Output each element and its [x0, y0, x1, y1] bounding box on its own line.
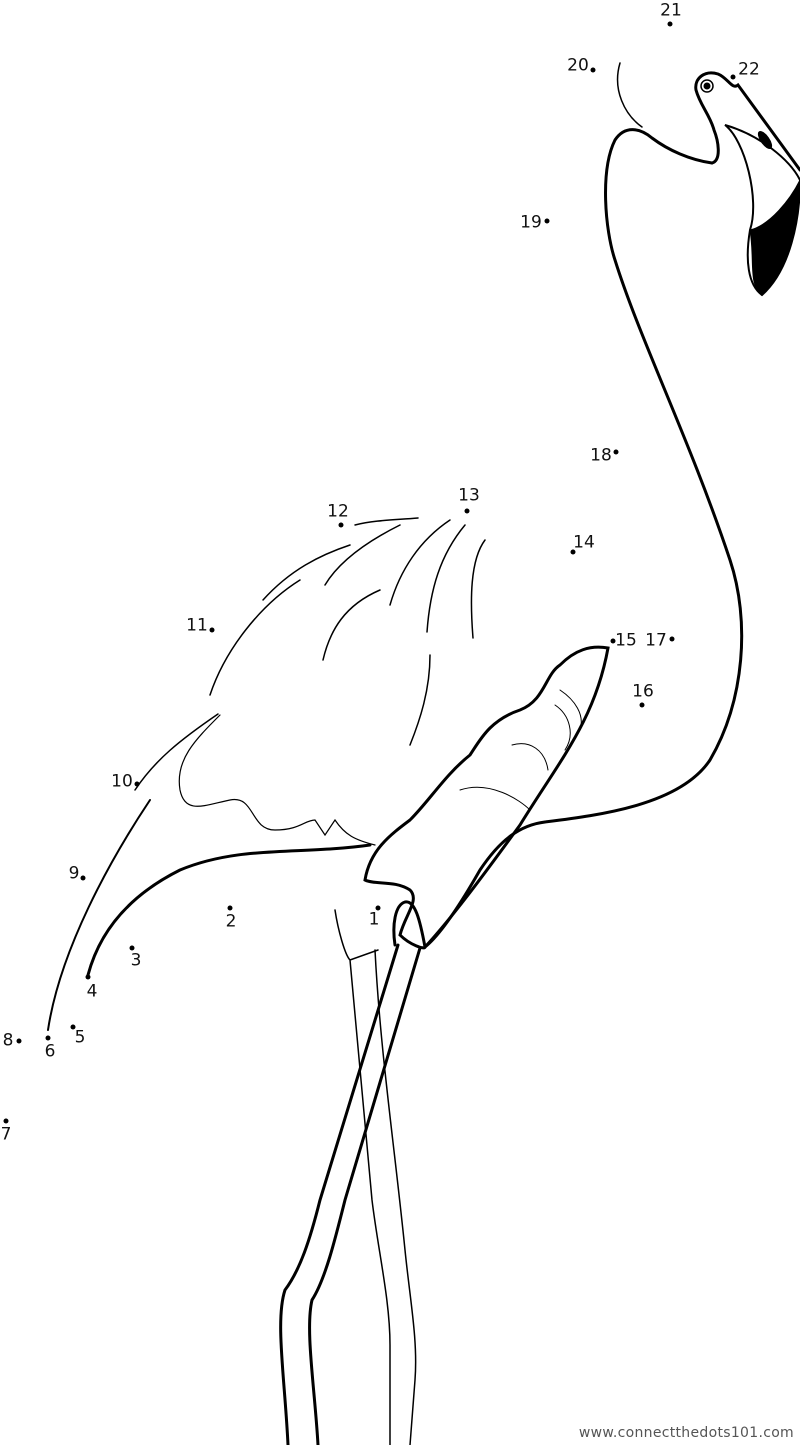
- tail-curve: [47, 799, 151, 1031]
- dot-17: [669, 636, 675, 642]
- leg-back: [334, 909, 417, 1445]
- dot-label: 11: [186, 615, 208, 636]
- dot-7: [3, 1118, 9, 1124]
- dot-14: [570, 549, 576, 555]
- dot-label: 4: [86, 981, 98, 1002]
- dot-5: [70, 1024, 76, 1030]
- dot-label: 18: [590, 445, 612, 466]
- dot-label: 13: [458, 485, 480, 506]
- dot-19: [544, 218, 550, 224]
- dot-label: 21: [660, 0, 682, 21]
- dot-2: [227, 905, 233, 911]
- nostril: [757, 130, 773, 150]
- dot-label: 20: [567, 55, 589, 76]
- head-back-line: [616, 62, 643, 128]
- dot-21: [667, 21, 673, 27]
- dot-9: [80, 875, 86, 881]
- dot-label: 22: [738, 59, 760, 80]
- dot-18: [613, 449, 619, 455]
- dot-label: 2: [225, 911, 237, 932]
- wing-outline: [363, 645, 610, 950]
- dot-20: [590, 67, 596, 73]
- tail-outline: [134, 713, 219, 791]
- dot-label: 10: [111, 771, 133, 792]
- head-outline: [694, 71, 800, 172]
- dot-1: [375, 905, 381, 911]
- dot-12: [338, 522, 344, 528]
- dot-16: [639, 702, 645, 708]
- dot-13: [464, 508, 470, 514]
- dot-label: 9: [68, 863, 80, 884]
- leg-front: [279, 943, 422, 1445]
- dot-11: [209, 627, 215, 633]
- dot-4: [85, 974, 91, 980]
- eye-pupil: [703, 82, 711, 90]
- body-lower-outline: [178, 714, 376, 846]
- dot-label: 12: [327, 501, 349, 522]
- dot-label: 19: [520, 212, 542, 233]
- website-footer: www.connectthedots101.com: [578, 1425, 794, 1441]
- body-bottom-curve: [86, 843, 372, 977]
- dot-label: 17: [645, 630, 667, 651]
- dot-15: [610, 638, 616, 644]
- eye: [700, 79, 714, 93]
- dot-6: [45, 1035, 51, 1041]
- plume-lines: [209, 517, 486, 746]
- beak-tip: [749, 179, 800, 296]
- dot-label: 14: [573, 532, 595, 553]
- dot-22: [730, 74, 736, 80]
- dot-label: 15: [615, 630, 637, 651]
- dot-label: 16: [632, 681, 654, 702]
- dot-label: 6: [44, 1041, 56, 1062]
- dot-label: 7: [0, 1124, 12, 1145]
- dot-label: 1: [368, 909, 380, 930]
- dot-label: 5: [74, 1027, 86, 1048]
- dot-10: [134, 781, 140, 787]
- knee-joint: [392, 900, 427, 949]
- dot-8: [16, 1038, 22, 1044]
- wing-feather-lines: [459, 689, 582, 811]
- dot-label: 3: [130, 950, 142, 971]
- dot-3: [129, 945, 135, 951]
- dot-label: 8: [2, 1030, 14, 1051]
